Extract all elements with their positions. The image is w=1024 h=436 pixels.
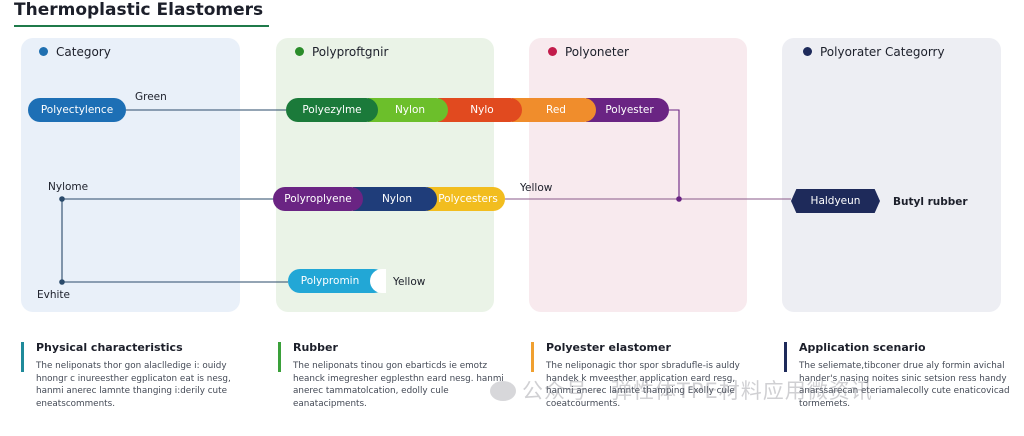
node-dot-left-top [59, 196, 65, 202]
polyproftgnir-dot [295, 47, 304, 56]
column-category-panel [21, 38, 240, 312]
label-yellow-low: Yellow [393, 276, 426, 288]
pill-row1-nylo: Nylo [438, 98, 522, 122]
column-polyproftgnir-panel [276, 38, 494, 312]
pill-row2-polyroplyene: Polyroplyene [273, 187, 363, 211]
footer-bar-physical [21, 342, 24, 372]
pill-row2-nylon: Nylon [353, 187, 437, 211]
footer-title-rubber: Rubber [293, 341, 338, 354]
column-header-polyoneter: Polyoneter [548, 45, 629, 59]
node-dot-right [676, 196, 682, 202]
category-dot [39, 47, 48, 56]
column-polyoneter-panel [529, 38, 747, 312]
polyoneter-dot [548, 47, 557, 56]
footer-title-application: Application scenario [799, 341, 926, 354]
label-nylome: Nylome [48, 181, 89, 193]
label-butyl-rubber: Butyl rubber [893, 196, 968, 208]
footer-bar-application [784, 342, 787, 372]
label-yellow-mid: Yellow [520, 182, 553, 194]
pill-row1-polyester: Polyester [586, 98, 669, 122]
node-haldyeun: Haldyeun [791, 189, 880, 213]
pill-polypromin-notch [370, 269, 386, 293]
wechat-icon [490, 381, 516, 401]
footer-title-polyester: Polyester elastomer [546, 341, 671, 354]
footer-body-physical: The neliponats thor gon alaclledige i: o… [36, 361, 231, 409]
pill-polyethylene: Polyectylence [28, 98, 126, 122]
footer-body-polyester: The neliponagic thor spor sbradufle-is a… [546, 361, 740, 409]
page-title: Thermoplastic Elastomers [14, 0, 270, 27]
footer-bar-polyester [531, 342, 534, 372]
column-polyorater-panel [782, 38, 1001, 312]
polyorater-dot [803, 47, 812, 56]
pill-row1-red: Red [512, 98, 596, 122]
pill-polypromin: Polypromin [288, 269, 386, 293]
column-header-polyorater: Polyorater Categorry [803, 45, 945, 59]
column-header-polyproftgnir: Polyproftgnir [295, 45, 388, 59]
column-header-category: Category [39, 45, 111, 59]
pill-row1-nylon: Nylon [368, 98, 448, 122]
footer-title-physical: Physical characteristics [36, 341, 183, 354]
label-evhite: Evhite [37, 289, 70, 301]
pill-row1-polyezylme: Polyezylme [286, 98, 378, 122]
node-dot-left-bottom [59, 279, 65, 285]
watermark: 公众号 · 弹性体TPE材料应用微资讯 [490, 375, 873, 405]
footer-body-application: The seliemate,tibconer drue aly formin a… [799, 361, 1010, 409]
pill-row2-polycesters: Polycesters [427, 187, 505, 211]
connector-left-loop [61, 198, 288, 283]
footer-bar-rubber [278, 342, 281, 372]
connector-row1-down [669, 109, 680, 199]
footer-body-rubber: The neliponats tinou gon ebarticds ie em… [293, 361, 504, 409]
label-green: Green [135, 91, 167, 103]
